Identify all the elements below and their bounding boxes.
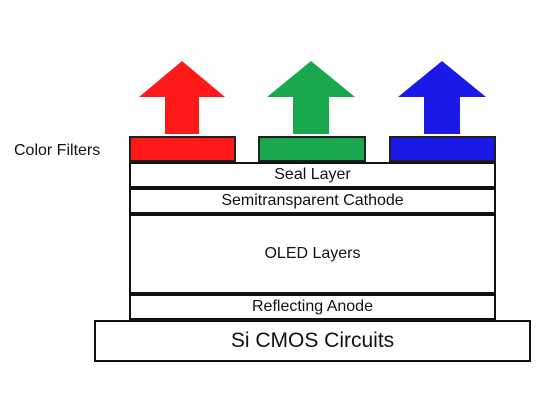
- seal-layer: Seal Layer: [129, 162, 496, 188]
- oled-layers: OLED Layers: [129, 214, 496, 294]
- green-color-filter: [258, 136, 366, 162]
- red-color-filter: [129, 136, 236, 162]
- red-up-arrow-icon: [139, 61, 225, 134]
- si-cmos-circuits-layer: Si CMOS Circuits: [94, 320, 531, 362]
- oled-layers-label: OLED Layers: [264, 245, 361, 262]
- blue-color-filter: [389, 136, 496, 162]
- color-filters-label: Color Filters: [14, 142, 101, 159]
- semitransparent-cathode-layer: Semitransparent Cathode: [129, 188, 496, 214]
- green-up-arrow-icon: [267, 61, 355, 134]
- cmos-label: Si CMOS Circuits: [230, 329, 395, 352]
- anode-label: Reflecting Anode: [252, 298, 373, 315]
- seal-layer-label: Seal Layer: [274, 166, 351, 183]
- blue-up-arrow-icon: [398, 61, 486, 134]
- cathode-label: Semitransparent Cathode: [221, 192, 404, 209]
- reflecting-anode-layer: Reflecting Anode: [129, 294, 496, 320]
